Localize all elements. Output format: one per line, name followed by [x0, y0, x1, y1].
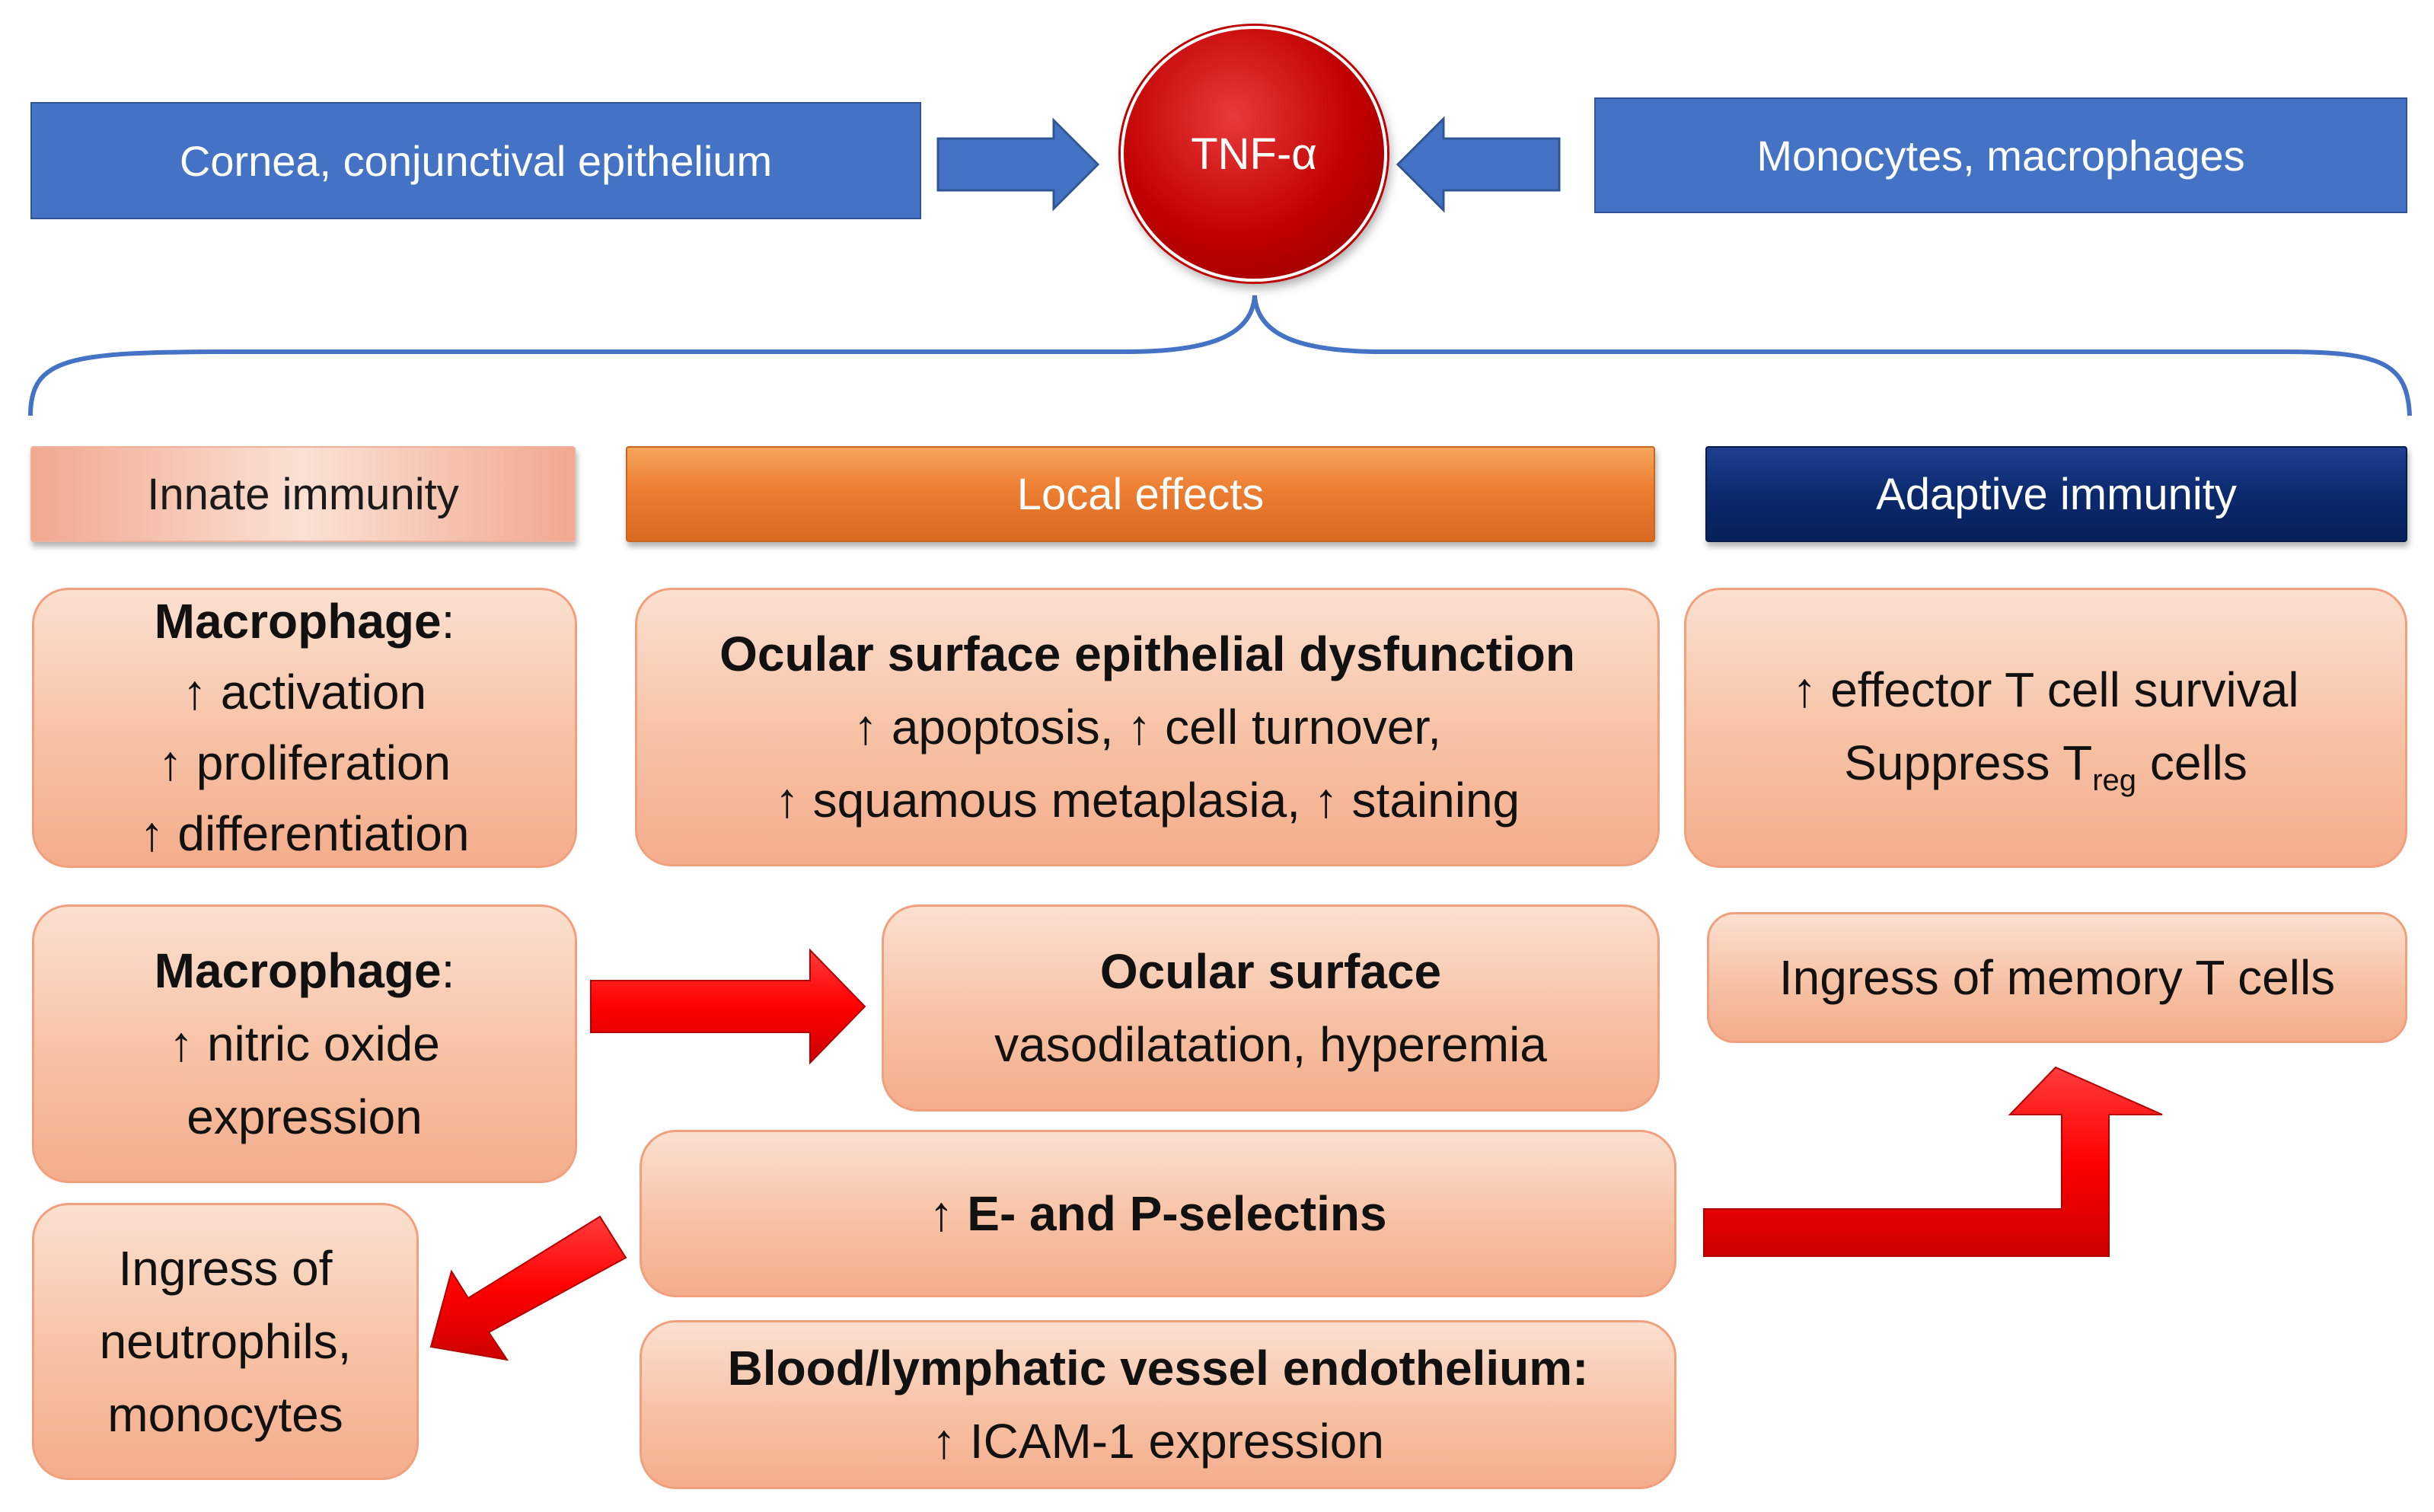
innate-macrophage-activation-box: Macrophage: ↑ activation ↑ proliferation…	[32, 588, 577, 868]
header-local-effects: Local effects	[626, 446, 1655, 542]
blue-arrow-left	[1396, 116, 1561, 213]
header-adaptive-immunity: Adaptive immunity	[1705, 446, 2407, 542]
header-adaptive-label: Adaptive immunity	[1876, 469, 2237, 519]
innate-box1-title-line: Macrophage:	[155, 586, 455, 657]
innate-box1-line2: ↑ proliferation	[158, 735, 451, 790]
header-innate-label: Innate immunity	[147, 469, 459, 519]
local-endothelium-line: ↑ ICAM-1 expression	[932, 1414, 1384, 1469]
red-arrow-to-neutrophils	[429, 1215, 627, 1361]
source-monocytes-label: Monocytes, macrophages	[1756, 131, 2245, 180]
innate-box3-line1: Ingress of	[118, 1241, 333, 1296]
innate-box2-line2: expression	[187, 1089, 423, 1144]
local-epithelial-title: Ocular surface epithelial dysfunction	[719, 627, 1575, 681]
source-epithelium-box: Cornea, conjunctival epithelium	[30, 102, 921, 219]
local-vasodilatation-box: Ocular surface vasodilatation, hyperemia	[882, 904, 1660, 1112]
local-selectins-title: ↑ E- and P-selectins	[929, 1186, 1387, 1241]
adaptive-memory-t-ingress-box: Ingress of memory T cells	[1707, 912, 2407, 1043]
source-epithelium-label: Cornea, conjunctival epithelium	[179, 136, 773, 185]
innate-box1-title: Macrophage	[154, 594, 442, 649]
local-endothelium-title: Blood/lymphatic vessel endothelium:	[727, 1341, 1589, 1396]
adaptive-box1-prefix: Suppress T	[1844, 735, 2093, 790]
innate-box2-title-line: Macrophage:	[155, 934, 455, 1007]
local-epithelial-dysfunction-box: Ocular surface epithelial dysfunction ↑ …	[635, 588, 1660, 866]
source-monocytes-box: Monocytes, macrophages	[1594, 97, 2407, 213]
grouping-brace	[28, 295, 2412, 416]
local-epithelial-line2: ↑ squamous metaplasia, ↑ staining	[774, 773, 1520, 828]
tnf-alpha-label: TNF-α	[1191, 129, 1317, 179]
red-arrow-to-vascular	[590, 948, 866, 1065]
adaptive-box2-line: Ingress of memory T cells	[1778, 950, 2336, 1005]
innate-box1-line3: ↑ differentiation	[139, 805, 470, 861]
innate-neutrophil-ingress-box: Ingress of neutrophils, monocytes	[32, 1203, 419, 1480]
innate-box1-line1: ↑ activation	[182, 665, 427, 720]
local-selectins-box: ↑ E- and P-selectins	[640, 1130, 1676, 1297]
adaptive-box1-suffix: cells	[2136, 735, 2247, 790]
adaptive-box1-line2: Suppress Treg cells	[1844, 726, 2247, 803]
local-vascular-line: vasodilatation, hyperemia	[994, 1017, 1547, 1072]
adaptive-box1-sub: reg	[2092, 763, 2137, 797]
tnf-alpha-circle: TNF-α	[1121, 26, 1387, 282]
innate-box1-colon: :	[441, 594, 455, 649]
local-epithelial-line1: ↑ apoptosis, ↑ cell turnover,	[853, 700, 1441, 754]
adaptive-t-cell-survival-box: ↑ effector T cell survival Suppress Treg…	[1684, 588, 2407, 868]
innate-box3-line3: monocytes	[107, 1387, 343, 1442]
blue-arrow-right	[936, 117, 1100, 212]
local-vascular-title: Ocular surface	[1099, 944, 1442, 999]
innate-box2-colon: :	[441, 943, 455, 998]
header-innate-immunity: Innate immunity	[30, 446, 576, 542]
innate-box2-title: Macrophage	[154, 943, 442, 998]
local-endothelium-box: Blood/lymphatic vessel endothelium: ↑ IC…	[640, 1320, 1676, 1489]
header-local-label: Local effects	[1016, 469, 1265, 519]
adaptive-box1-line1: ↑ effector T cell survival	[1792, 662, 2299, 717]
innate-box3-line2: neutrophils,	[99, 1314, 352, 1369]
innate-macrophage-nitric-oxide-box: Macrophage: ↑ nitric oxide expression	[32, 904, 577, 1183]
innate-box2-line1: ↑ nitric oxide	[169, 1016, 440, 1071]
red-arrow-to-memory-t	[1703, 1066, 2163, 1257]
